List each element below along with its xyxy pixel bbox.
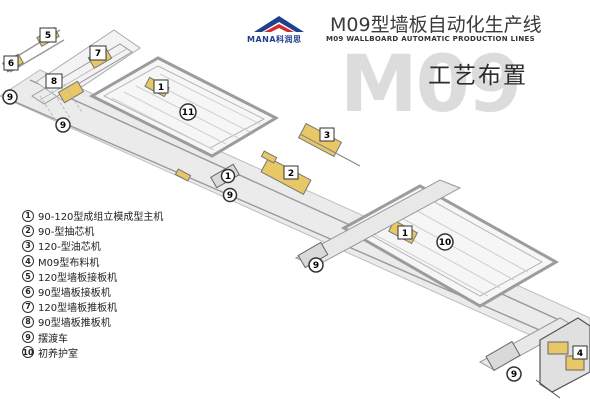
callout-9d: 9	[308, 257, 324, 273]
legend-label: 90-型抽芯机	[38, 227, 95, 239]
page-title-english: M09 WALLBOARD AUTOMATIC PRODUCTION LINES	[326, 35, 535, 43]
legend-number: 2	[22, 224, 34, 237]
legend-number: 5	[22, 270, 34, 283]
legend-item: 8 90型墙板推板机	[22, 314, 163, 329]
svg-text:9: 9	[60, 121, 66, 131]
legend-item: 10 初养护室	[22, 345, 163, 360]
legend-number: 8	[22, 315, 34, 328]
legend-label: 120型墙板接板机	[38, 272, 118, 284]
callout-9b: 9	[55, 117, 71, 133]
page-title: M09型墙板自动化生产线	[330, 14, 542, 36]
svg-text:8: 8	[51, 77, 57, 87]
legend-item: 2 90-型抽芯机	[22, 223, 163, 238]
svg-text:1: 1	[158, 83, 164, 93]
legend-label: 90型墙板推板机	[38, 318, 111, 330]
callout-7: 7	[89, 45, 107, 61]
callout-4: 4	[572, 345, 588, 360]
callout-1b: 1	[220, 168, 236, 184]
brand-name: MANA科润思	[247, 35, 302, 44]
legend-item: 9 摆渡车	[22, 330, 163, 345]
svg-text:7: 7	[95, 49, 101, 59]
lower-tracks	[294, 179, 576, 372]
svg-text:9: 9	[511, 370, 517, 380]
legend-item: 4 M09型布料机	[22, 254, 163, 269]
svg-text:1: 1	[225, 172, 231, 182]
svg-text:11: 11	[182, 108, 195, 118]
svg-text:10: 10	[439, 238, 452, 248]
callout-2: 2	[283, 165, 299, 180]
legend-label: 初养护室	[38, 348, 78, 360]
callout-9c: 9	[222, 187, 238, 203]
svg-text:9: 9	[7, 93, 13, 103]
legend-label: M09型布料机	[38, 257, 100, 269]
legend-number: 10	[22, 346, 34, 359]
brand-logo	[254, 16, 304, 32]
legend-item: 3 120-型油芯机	[22, 238, 163, 253]
legend: 1 90-120型成组立模成型主机 2 90-型抽芯机 3 120-型油芯机 4 M09…	[22, 208, 163, 360]
svg-text:9: 9	[227, 191, 233, 201]
callout-1c: 1	[397, 225, 413, 240]
legend-label: 摆渡车	[38, 333, 68, 345]
legend-number: 1	[22, 209, 34, 222]
callout-8: 8	[45, 73, 63, 89]
callout-11: 11	[179, 103, 197, 121]
legend-number: 7	[22, 300, 34, 313]
legend-item: 6 90型墙板接板机	[22, 284, 163, 299]
legend-label: 120-型油芯机	[38, 242, 101, 254]
svg-text:9: 9	[313, 261, 319, 271]
svg-text:4: 4	[577, 349, 583, 359]
legend-number: 4	[22, 255, 34, 268]
svg-text:1: 1	[402, 229, 408, 239]
legend-label: 90-120型成组立模成型主机	[38, 212, 164, 224]
callout-badges: 5 6 7 8 9 9 1 11 3 2 1 9 1 10 9 9 4	[2, 27, 588, 382]
legend-label: 120型墙板推板机	[38, 303, 118, 315]
callout-6: 6	[3, 55, 19, 71]
legend-item: 7 120型墙板推板机	[22, 299, 163, 314]
callout-10: 10	[436, 233, 454, 251]
watermark-text: M09	[340, 40, 522, 130]
legend-item: 1 90-120型成组立模成型主机	[22, 208, 163, 223]
legend-number: 9	[22, 331, 34, 344]
page-subtitle: 工艺布置	[428, 63, 528, 89]
callout-3: 3	[319, 127, 335, 142]
legend-label: 90型墙板接板机	[38, 288, 111, 300]
svg-text:2: 2	[288, 169, 294, 179]
legend-number: 3	[22, 239, 34, 252]
callout-9e: 9	[506, 366, 522, 382]
callout-5: 5	[39, 27, 57, 43]
svg-text:6: 6	[8, 59, 14, 69]
svg-text:3: 3	[324, 131, 330, 141]
callout-1a: 1	[153, 79, 169, 94]
legend-number: 6	[22, 285, 34, 298]
legend-item: 5 120型墙板接板机	[22, 269, 163, 284]
callout-9a: 9	[2, 89, 18, 105]
svg-text:5: 5	[45, 31, 51, 41]
